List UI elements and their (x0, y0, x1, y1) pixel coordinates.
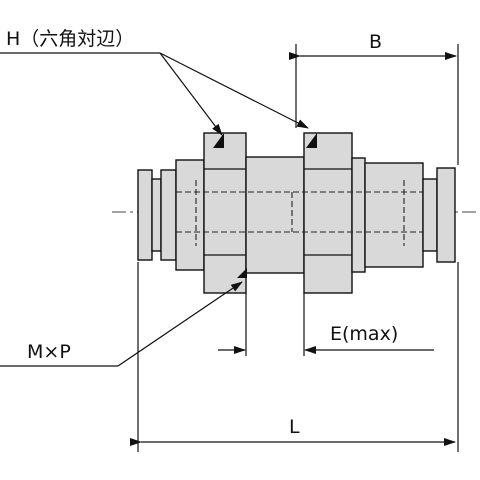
left-hex-nut (203, 132, 247, 294)
hidden-bore-lines (176, 180, 423, 246)
fitting-body (137, 132, 456, 294)
right-body (351, 157, 366, 273)
left-body (175, 159, 205, 271)
dim-l (130, 262, 459, 452)
left-collar-hub (151, 178, 162, 252)
thread-callout-marks (213, 133, 317, 278)
hex-flat-lines (204, 168, 352, 256)
thread-label: M×P (27, 341, 71, 363)
hex-width-leader (0, 52, 309, 136)
dim-l-label: L (289, 416, 300, 438)
dim-e-label: E(max) (330, 323, 398, 345)
dim-e (218, 293, 434, 356)
right-hex-nut (303, 132, 353, 294)
left-body-step (160, 169, 177, 261)
right-collar (436, 167, 456, 263)
right-collar-hub (422, 178, 438, 252)
center-barrel (245, 156, 305, 274)
hex-width-label: H（六角対辺） (6, 28, 134, 50)
dim-b-label: B (369, 31, 382, 53)
thread-leader (0, 281, 243, 367)
left-collar (137, 169, 153, 261)
dim-b (289, 44, 459, 165)
right-body-long (364, 162, 424, 268)
